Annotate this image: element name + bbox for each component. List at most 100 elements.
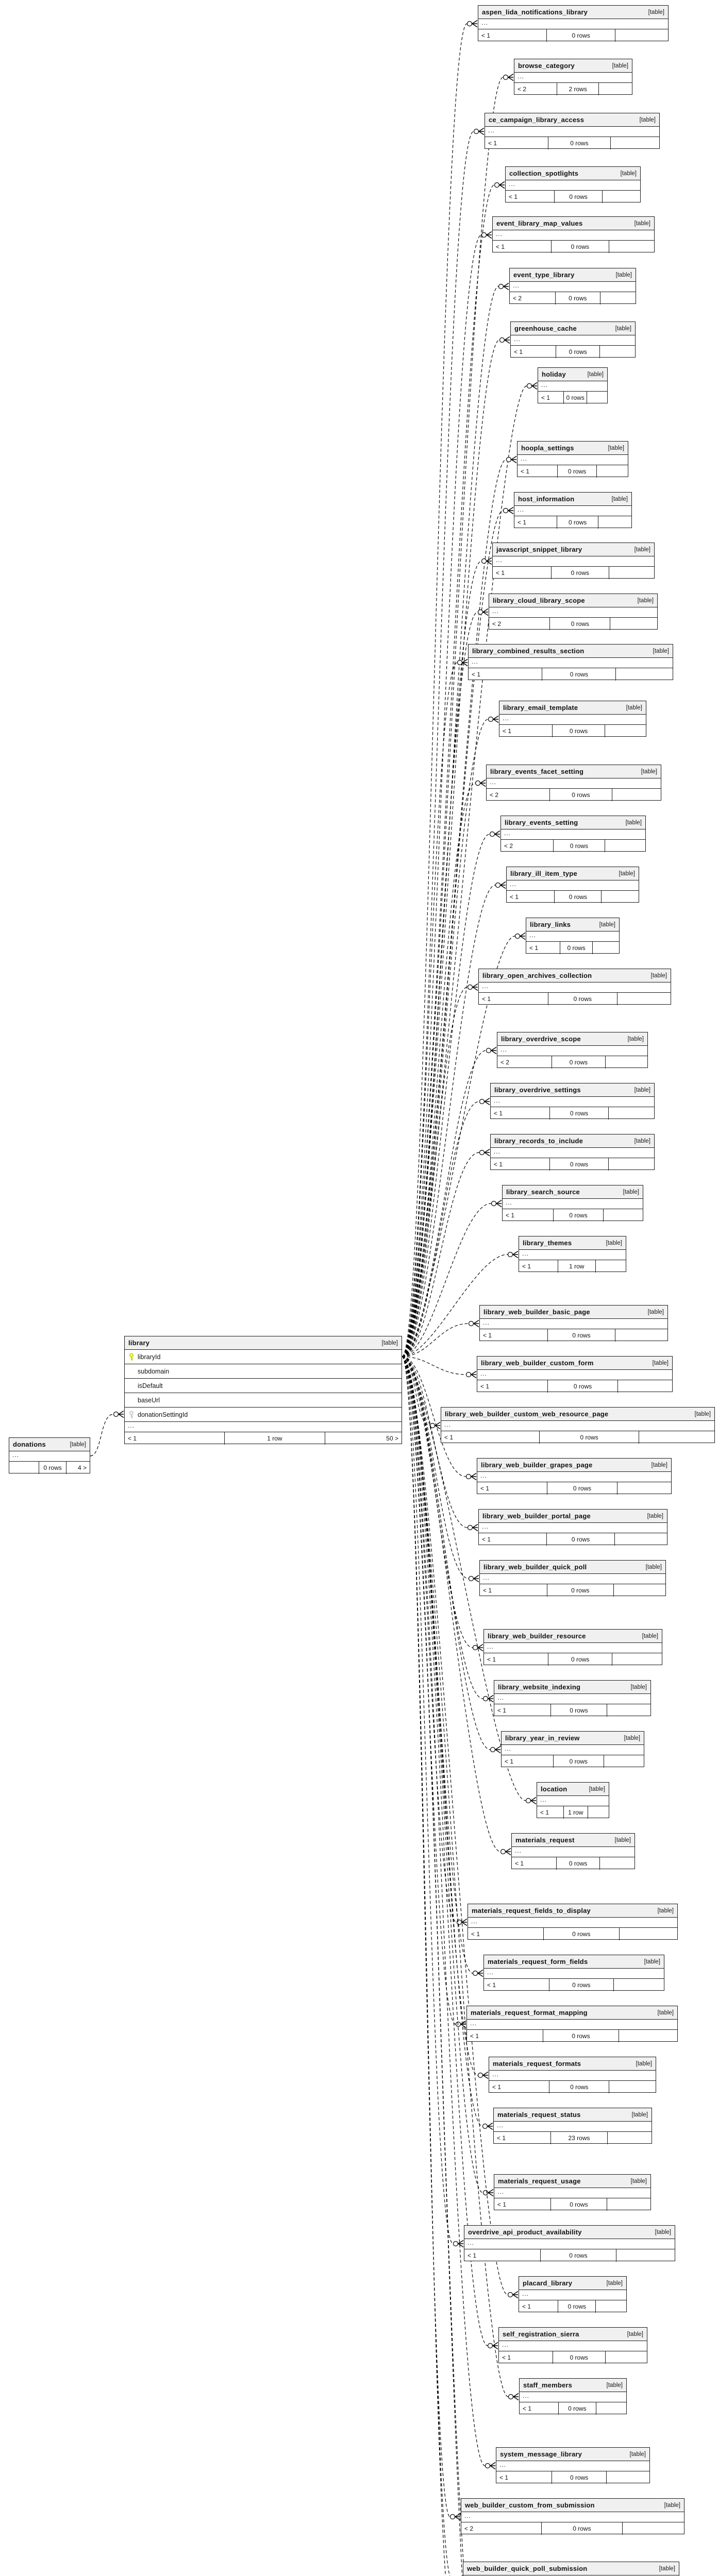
table-header[interactable]: ce_campaign_library_access[table] [485,113,659,127]
table-node-library_cloud_library_scope[interactable]: library_cloud_library_scope[table]...< 2… [489,594,658,630]
table-node-web_builder_custom_from_submission[interactable]: web_builder_custom_from_submission[table… [461,2498,684,2535]
table-header[interactable]: holiday[table] [538,368,607,381]
table-node-library_web_builder_basic_page[interactable]: library_web_builder_basic_page[table]...… [479,1305,668,1342]
table-header[interactable]: library_web_builder_basic_page[table] [480,1306,667,1319]
table-node-library_web_builder_resource[interactable]: library_web_builder_resource[table]...< … [483,1629,662,1666]
table-header[interactable]: library_cloud_library_scope[table] [489,594,657,607]
table-header[interactable]: web_builder_custom_from_submission[table… [461,2499,684,2512]
table-header[interactable]: materials_request_format_mapping[table] [467,2006,677,2020]
table-header[interactable]: materials_request_fields_to_display[tabl… [468,1904,677,1918]
table-header[interactable]: browse_category[table] [514,59,632,73]
table-header[interactable]: library_web_builder_custom_form[table] [477,1357,672,1370]
table-header[interactable]: aspen_lida_notifications_library[table] [478,6,668,19]
table-node-library_combined_results_section[interactable]: library_combined_results_section[table].… [468,644,673,681]
table-node-library_web_builder_custom_form[interactable]: library_web_builder_custom_form[table]..… [477,1356,673,1393]
table-header[interactable]: hoopla_settings[table] [517,442,628,455]
table-node-materials_request_format_mapping[interactable]: materials_request_format_mapping[table].… [466,2006,678,2042]
table-header[interactable]: library_year_in_review[table] [502,1732,644,1745]
table-header[interactable]: materials_request_form_fields[table] [484,1955,664,1969]
table-header[interactable]: library_web_builder_quick_poll[table] [480,1561,665,1574]
table-header[interactable]: library_email_template[table] [499,701,646,715]
table-node-library_web_builder_quick_poll[interactable]: library_web_builder_quick_poll[table]...… [479,1560,666,1597]
table-node-materials_request_form_fields[interactable]: materials_request_form_fields[table]...<… [483,1955,664,1991]
table-header[interactable]: event_library_map_values[table] [493,217,654,230]
table-header[interactable]: system_message_library[table] [496,2448,649,2461]
table-header[interactable]: materials_request_usage[table] [494,2175,650,2188]
table-header[interactable]: materials_request[table] [512,1834,634,1847]
table-node-library_web_builder_portal_page[interactable]: library_web_builder_portal_page[table]..… [478,1509,667,1546]
table-header[interactable]: web_builder_quick_poll_submission[table] [463,2562,679,2575]
table-header[interactable]: donations[table] [9,1438,90,1451]
table-header[interactable]: library_web_builder_grapes_page[table] [477,1459,671,1472]
table-header[interactable]: library_overdrive_scope[table] [497,1032,647,1046]
table-header[interactable]: library_web_builder_custom_web_resource_… [441,1408,714,1421]
table-header[interactable]: library_ill_item_type[table] [507,867,639,880]
table-header[interactable]: library_themes[table] [519,1236,626,1250]
table-header[interactable]: host_information[table] [514,493,631,506]
table-header[interactable]: javascript_snippet_library[table] [493,543,654,556]
table-header[interactable]: staff_members[table] [520,2379,626,2392]
table-node-materials_request_fields_to_display[interactable]: materials_request_fields_to_display[tabl… [467,1904,678,1940]
table-header[interactable]: library_open_archives_collection[table] [479,969,671,982]
table-header[interactable]: location[table] [537,1783,609,1796]
table-node-aspen_lida_notifications_library[interactable]: aspen_lida_notifications_library[table].… [478,5,669,42]
table-header[interactable]: library_combined_results_section[table] [469,645,673,658]
table-header[interactable]: collection_spotlights[table] [506,167,640,180]
table-header[interactable]: library_website_indexing[table] [494,1681,650,1694]
table-header[interactable]: overdrive_api_product_availability[table… [464,2226,675,2239]
table-header[interactable]: library[table] [125,1336,402,1350]
table-header[interactable]: library_events_setting[table] [501,816,645,829]
table-header[interactable]: library_web_builder_portal_page[table] [479,1510,667,1523]
table-header[interactable]: materials_request_formats[table] [489,2057,656,2071]
table-header[interactable]: library_search_source[table] [503,1185,643,1199]
table-header[interactable]: event_type_library[table] [510,268,636,282]
table-header[interactable]: library_overdrive_settings[table] [491,1083,654,1097]
table-header[interactable]: library_events_facet_setting[table] [487,765,661,778]
table-header[interactable]: materials_request_status[table] [494,2108,652,2122]
table-node-library_web_builder_custom_web_resource_page[interactable]: library_web_builder_custom_web_resource_… [441,1407,715,1444]
table-header[interactable]: library_web_builder_resource[table] [484,1630,662,1643]
table-node-overdrive_api_product_availability[interactable]: overdrive_api_product_availability[table… [464,2225,675,2262]
table-node-library_events_facet_setting[interactable]: library_events_facet_setting[table]...< … [486,765,661,801]
table-header[interactable]: library_links[table] [526,918,619,931]
table-header[interactable]: self_registration_sierra[table] [499,2328,647,2341]
table-header[interactable]: greenhouse_cache[table] [511,322,635,335]
table-node-library_open_archives_collection[interactable]: library_open_archives_collection[table].… [478,969,671,1005]
table-header[interactable]: placard_library[table] [519,2277,626,2290]
table-header[interactable]: library_records_to_include[table] [491,1134,654,1148]
table-node-web_builder_quick_poll_submission[interactable]: web_builder_quick_poll_submission[table]… [463,2562,679,2576]
table-node-library_web_builder_grapes_page[interactable]: library_web_builder_grapes_page[table]..… [477,1458,672,1495]
